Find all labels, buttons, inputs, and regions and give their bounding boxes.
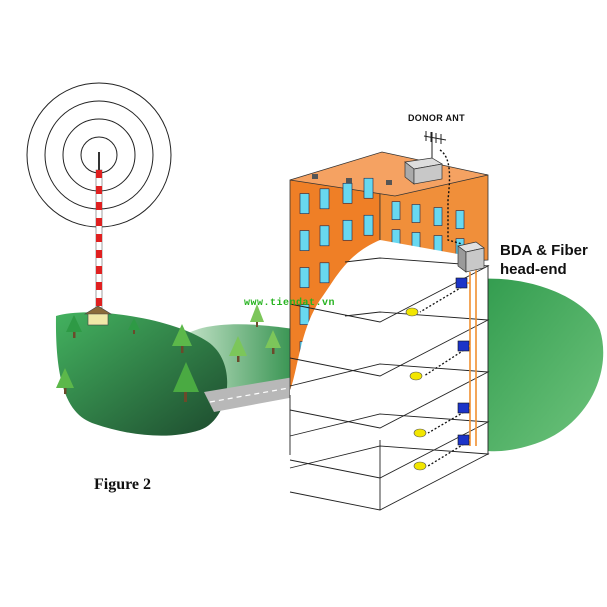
bda-label-line2: head-end <box>500 261 567 278</box>
window <box>433 207 443 226</box>
window <box>299 304 310 325</box>
window <box>299 267 310 288</box>
building-roof <box>289 151 489 197</box>
repeater <box>455 277 468 289</box>
floor-distribution <box>405 277 470 471</box>
window <box>342 182 353 204</box>
window <box>391 201 401 220</box>
trees <box>56 304 281 402</box>
bda-headend <box>457 241 485 273</box>
window <box>319 225 330 247</box>
repeater <box>457 434 470 446</box>
bda-label-line1: BDA & Fiber <box>500 242 588 259</box>
window <box>363 177 374 199</box>
window <box>299 193 310 214</box>
coax-cable <box>427 411 465 434</box>
coax-cable <box>419 286 463 313</box>
window <box>455 210 465 229</box>
indoor-antenna <box>405 307 419 317</box>
fiber-risers <box>469 270 477 446</box>
indoor-antenna <box>413 428 427 438</box>
road <box>204 376 300 412</box>
right-hill <box>468 278 604 452</box>
cutaway-reveal <box>290 240 488 510</box>
window <box>319 262 330 284</box>
coax-cable <box>427 443 465 467</box>
figure-caption: Figure 2 <box>94 476 152 493</box>
cell-tower <box>95 152 103 309</box>
repeater <box>457 402 470 414</box>
window <box>363 214 374 236</box>
bda-headend-label: BDA & Fiber head-end <box>500 241 588 279</box>
donor-cable <box>439 149 463 245</box>
donor-antenna-label: DONOR ANT <box>408 113 465 123</box>
window <box>299 230 310 251</box>
indoor-antenna <box>409 371 423 381</box>
window <box>411 204 421 223</box>
window <box>319 188 330 210</box>
indoor-antenna <box>413 461 427 471</box>
donor-antenna <box>423 131 447 158</box>
window <box>342 219 353 241</box>
equipment-shelter <box>83 305 113 326</box>
repeater <box>457 340 470 352</box>
roof-equipment <box>404 157 443 185</box>
watermark: www.tiendat.vn <box>244 298 336 309</box>
